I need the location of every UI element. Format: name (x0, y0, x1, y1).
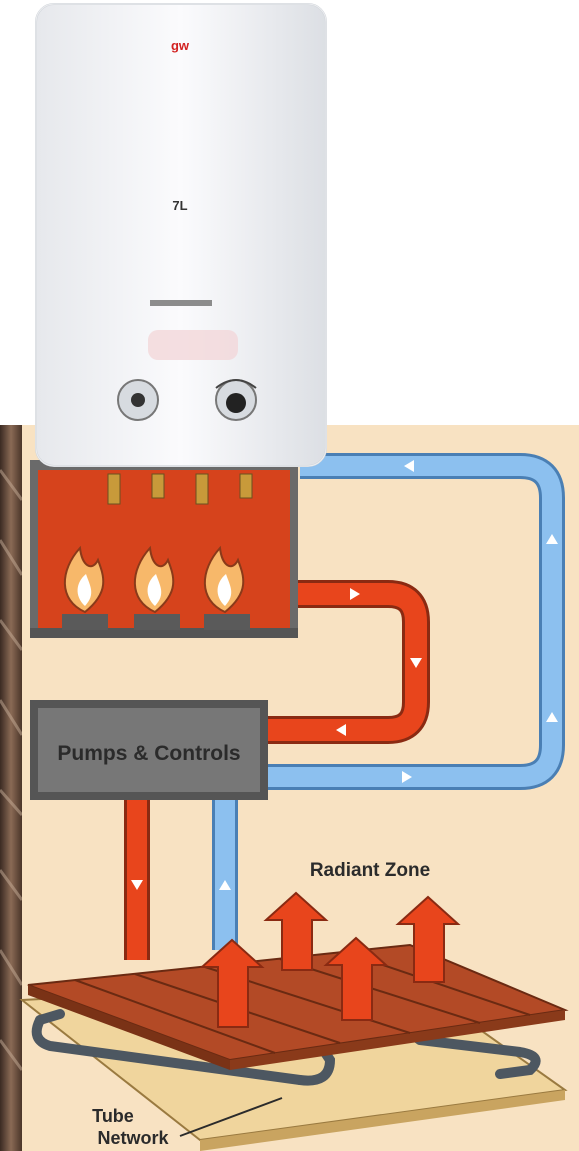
heater-brand-mark: gw (171, 38, 190, 53)
heater-window (148, 330, 238, 360)
floor-supply-pipe (124, 800, 150, 960)
heater-display-slot (150, 300, 212, 306)
water-heater: gw 7L (36, 4, 326, 504)
heater-capacity-mark: 7L (172, 198, 187, 213)
pumps-controls-box: Pumps & Controls (30, 700, 268, 800)
floor-return-pipe (212, 800, 238, 950)
pumps-controls-label: Pumps & Controls (57, 742, 240, 765)
tube-label-line1: Tube (92, 1106, 134, 1126)
tube-label-line2: Network (97, 1128, 169, 1148)
radiant-zone-label: Radiant Zone (310, 860, 430, 881)
